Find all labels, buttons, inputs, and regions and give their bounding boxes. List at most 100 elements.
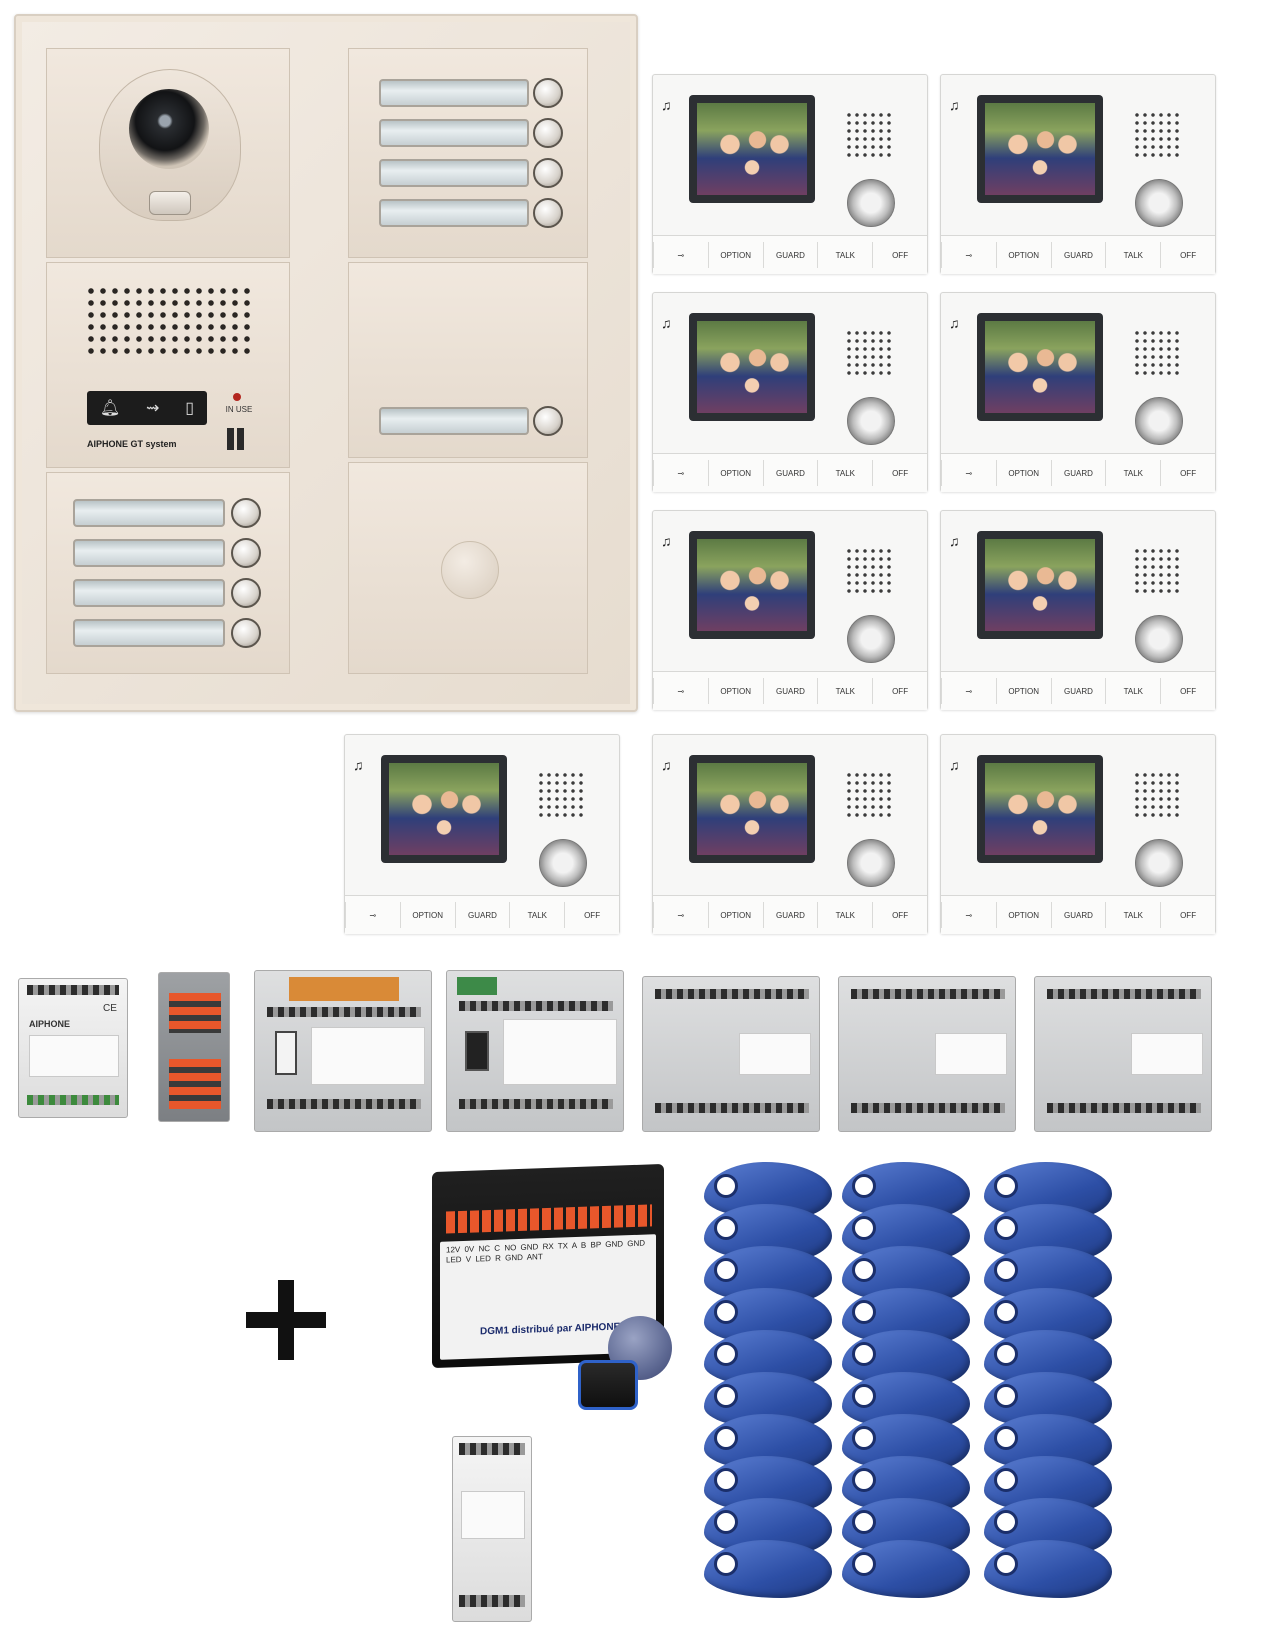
module-label (503, 1019, 617, 1085)
off-key[interactable]: OFF (564, 901, 619, 929)
talk-key[interactable]: TALK (817, 241, 872, 269)
option-key[interactable]: OPTION (995, 241, 1051, 269)
video-image (985, 763, 1095, 855)
monitor-8: ♫ ⊸ OPTION GUARD TALK OFF (652, 734, 928, 934)
volume-dial[interactable] (847, 615, 895, 663)
monitor-screen (689, 531, 815, 639)
terminal-row-top (655, 989, 809, 999)
option-key[interactable]: OPTION (399, 901, 455, 929)
guard-key[interactable]: GUARD (1050, 241, 1106, 269)
hearing-aid-icon: ♫ (661, 533, 672, 549)
call-button-5[interactable] (533, 78, 563, 108)
door-release-key[interactable]: ⊸ (941, 677, 996, 705)
option-key[interactable]: OPTION (995, 459, 1051, 487)
off-key[interactable]: OFF (872, 677, 927, 705)
call-button-8[interactable] (533, 198, 563, 228)
off-key[interactable]: OFF (872, 901, 927, 929)
call-button-6[interactable] (533, 118, 563, 148)
mode-switch-icon (227, 428, 247, 450)
guard-key[interactable]: GUARD (454, 901, 510, 929)
speaker-grille (1133, 111, 1181, 159)
talk-key[interactable]: TALK (509, 901, 564, 929)
talk-key[interactable]: TALK (817, 459, 872, 487)
talk-icon: ⇝ (146, 400, 160, 417)
call-button-3[interactable] (231, 578, 261, 608)
nameplate-5 (379, 79, 529, 107)
option-key[interactable]: OPTION (995, 677, 1051, 705)
option-key[interactable]: OPTION (707, 677, 763, 705)
volume-dial[interactable] (847, 397, 895, 445)
door-release-key[interactable]: ⊸ (653, 241, 708, 269)
guard-key[interactable]: GUARD (1050, 459, 1106, 487)
off-key[interactable]: OFF (872, 459, 927, 487)
camera-module (46, 48, 290, 258)
door-release-key[interactable]: ⊸ (653, 459, 708, 487)
option-key[interactable]: OPTION (995, 901, 1051, 929)
video-image (697, 321, 807, 413)
call-button-7[interactable] (533, 158, 563, 188)
video-image (697, 103, 807, 195)
call-button-1[interactable] (231, 498, 261, 528)
door-release-key[interactable]: ⊸ (345, 901, 400, 929)
talk-key[interactable]: TALK (1105, 241, 1160, 269)
call-button-4[interactable] (231, 618, 261, 648)
volume-dial[interactable] (847, 839, 895, 887)
guard-key[interactable]: GUARD (762, 241, 818, 269)
brand-label: AIPHONE GT system (87, 439, 177, 449)
guard-key[interactable]: GUARD (762, 901, 818, 929)
door-release-key[interactable]: ⊸ (653, 901, 708, 929)
switch-icon (275, 1031, 297, 1075)
talk-key[interactable]: TALK (1105, 677, 1160, 705)
guard-key[interactable]: GUARD (762, 459, 818, 487)
off-key[interactable]: OFF (1160, 677, 1215, 705)
call-button-2[interactable] (231, 538, 261, 568)
talk-key[interactable]: TALK (817, 677, 872, 705)
rating-label (461, 1491, 525, 1539)
video-image (985, 321, 1095, 413)
volume-dial[interactable] (539, 839, 587, 887)
off-key[interactable]: OFF (872, 241, 927, 269)
proximity-reader-module (348, 462, 588, 674)
call-button-9[interactable] (533, 406, 563, 436)
terminal-row-bottom (27, 1095, 119, 1105)
talk-key[interactable]: TALK (817, 901, 872, 929)
guard-key[interactable]: GUARD (762, 677, 818, 705)
video-image (985, 103, 1095, 195)
volume-dial[interactable] (1135, 179, 1183, 227)
volume-dial[interactable] (1135, 397, 1183, 445)
monitor-5: ♫ ⊸ OPTION GUARD TALK OFF (652, 510, 928, 710)
terminal-row-top (459, 1001, 613, 1011)
adapter-module-3 (642, 976, 820, 1132)
option-key[interactable]: OPTION (707, 459, 763, 487)
option-key[interactable]: OPTION (707, 901, 763, 929)
option-key[interactable]: OPTION (707, 241, 763, 269)
terminal-legend: 12V 0V NC C NO GND RX TX A B BP GND GND … (446, 1238, 646, 1265)
talk-key[interactable]: TALK (1105, 901, 1160, 929)
rating-label (29, 1035, 119, 1077)
terminal-row-bottom (851, 1103, 1005, 1113)
off-key[interactable]: OFF (1160, 901, 1215, 929)
nameplate-9 (379, 407, 529, 435)
monitor-screen (977, 313, 1103, 421)
monitor-key-bar: ⊸ OPTION GUARD TALK OFF (941, 235, 1215, 274)
volume-dial[interactable] (1135, 615, 1183, 663)
volume-dial[interactable] (1135, 839, 1183, 887)
talk-key[interactable]: TALK (1105, 459, 1160, 487)
terminal-row-bottom (459, 1099, 613, 1109)
door-release-key[interactable]: ⊸ (941, 459, 996, 487)
monitor-key-bar: ⊸ OPTION GUARD TALK OFF (345, 895, 619, 934)
guard-key[interactable]: GUARD (1050, 901, 1106, 929)
volume-dial[interactable] (847, 179, 895, 227)
off-key[interactable]: OFF (1160, 241, 1215, 269)
name-button-module-right-middle (348, 262, 588, 458)
transformer-module (452, 1436, 532, 1622)
off-key[interactable]: OFF (1160, 459, 1215, 487)
door-release-key[interactable]: ⊸ (941, 901, 996, 929)
hearing-aid-icon: ♫ (949, 97, 960, 113)
video-image (697, 539, 807, 631)
nameplate-4 (73, 619, 225, 647)
door-release-key[interactable]: ⊸ (653, 677, 708, 705)
terminal-row-top (27, 985, 119, 995)
door-release-key[interactable]: ⊸ (941, 241, 996, 269)
guard-key[interactable]: GUARD (1050, 677, 1106, 705)
